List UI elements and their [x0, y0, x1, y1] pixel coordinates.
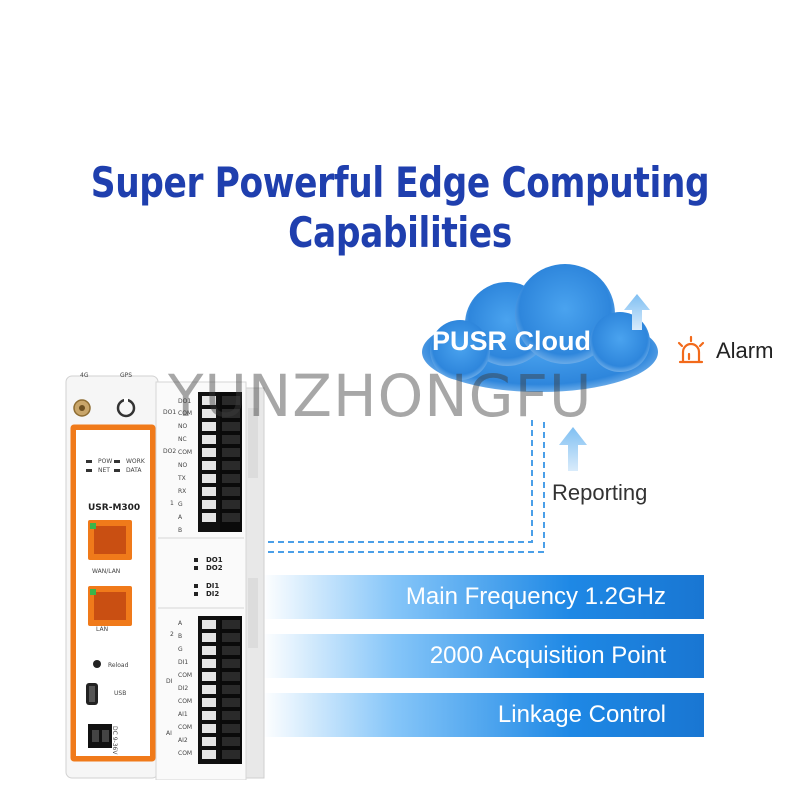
terminal-label: A: [178, 620, 183, 627]
terminal-label: COM: [178, 724, 193, 731]
terminal-label: COM: [178, 410, 193, 417]
dashed-line-inner: [258, 418, 533, 543]
status-led-label: DI1: [206, 582, 220, 590]
power-label: DC 9-36V: [111, 726, 118, 755]
terminal-label: RX: [178, 488, 187, 495]
reporting-label: Reporting: [552, 480, 648, 505]
terminal-group-di: DI: [166, 678, 173, 685]
feature-label: 2000 Acquisition Point: [429, 642, 666, 669]
terminal-group-do2: DO2: [163, 448, 177, 455]
terminal-label: NC: [178, 436, 187, 443]
terminal-label: NO: [178, 423, 188, 430]
dashed-line-outer: [258, 418, 545, 553]
alarm-indicator: Alarm: [674, 333, 773, 369]
reload-label: Reload: [108, 662, 129, 669]
watermark: YUNZHONGFU: [168, 362, 593, 430]
terminal-group-rs2: 2: [170, 631, 174, 638]
alarm-label: Alarm: [716, 338, 774, 363]
terminal-label: A: [178, 514, 183, 521]
lan-label: LAN: [96, 626, 109, 633]
page-title: Super Powerful Edge Computing Capabiliti…: [72, 158, 728, 258]
page-title-line2: Capabilities: [288, 208, 512, 257]
terminal-label: COM: [178, 449, 193, 456]
terminal-label: COM: [178, 672, 193, 679]
terminal-label: DI1: [178, 659, 189, 666]
gateway-device: [65, 375, 265, 780]
page-title-line1: Super Powerful Edge Computing: [90, 158, 710, 207]
led-work-label: WORK: [126, 458, 145, 465]
terminal-group-do1: DO1: [163, 409, 177, 416]
terminal-label: TX: [178, 475, 186, 482]
terminal-label: COM: [178, 750, 193, 757]
status-led-label: DO1: [206, 556, 223, 564]
led-data-label: DATA: [126, 467, 142, 474]
gps-label: GPS: [120, 372, 133, 379]
wanlan-label: WAN/LAN: [92, 568, 121, 575]
device-model: USR-M300: [88, 503, 141, 513]
led-net-label: NET: [98, 467, 110, 474]
feature-bar-linkage: Linkage Control: [262, 693, 704, 737]
terminal-label: AI2: [178, 737, 188, 744]
terminal-label: DO1: [178, 398, 192, 405]
feature-bar-acquisition: 2000 Acquisition Point: [262, 634, 704, 678]
terminal-label: G: [178, 646, 183, 653]
cloud-label: PUSR Cloud: [432, 326, 591, 356]
terminal-group-rs1: 1: [170, 500, 174, 507]
terminal-label: DI2: [178, 685, 189, 692]
status-led-label: DO2: [206, 564, 223, 572]
terminal-label: COM: [178, 698, 193, 705]
led-pow-label: POW: [98, 458, 113, 465]
reporting-arrow-icon: [559, 427, 587, 471]
terminal-label: B: [178, 633, 183, 640]
terminal-label: NO: [178, 462, 188, 469]
terminal-label: G: [178, 501, 183, 508]
feature-label: Main Frequency 1.2GHz: [405, 583, 666, 610]
arrow-up-icon: [624, 294, 650, 330]
status-led-label: DI2: [206, 590, 220, 598]
siren-icon: [677, 335, 705, 364]
usb-label: USB: [114, 690, 127, 697]
terminal-group-ai: AI: [166, 730, 172, 737]
terminal-label: AI1: [178, 711, 188, 718]
feature-bar-frequency: Main Frequency 1.2GHz: [262, 575, 704, 619]
antenna-label: 4G: [80, 372, 89, 379]
terminal-label: B: [178, 527, 183, 534]
feature-label: Linkage Control: [497, 701, 666, 728]
